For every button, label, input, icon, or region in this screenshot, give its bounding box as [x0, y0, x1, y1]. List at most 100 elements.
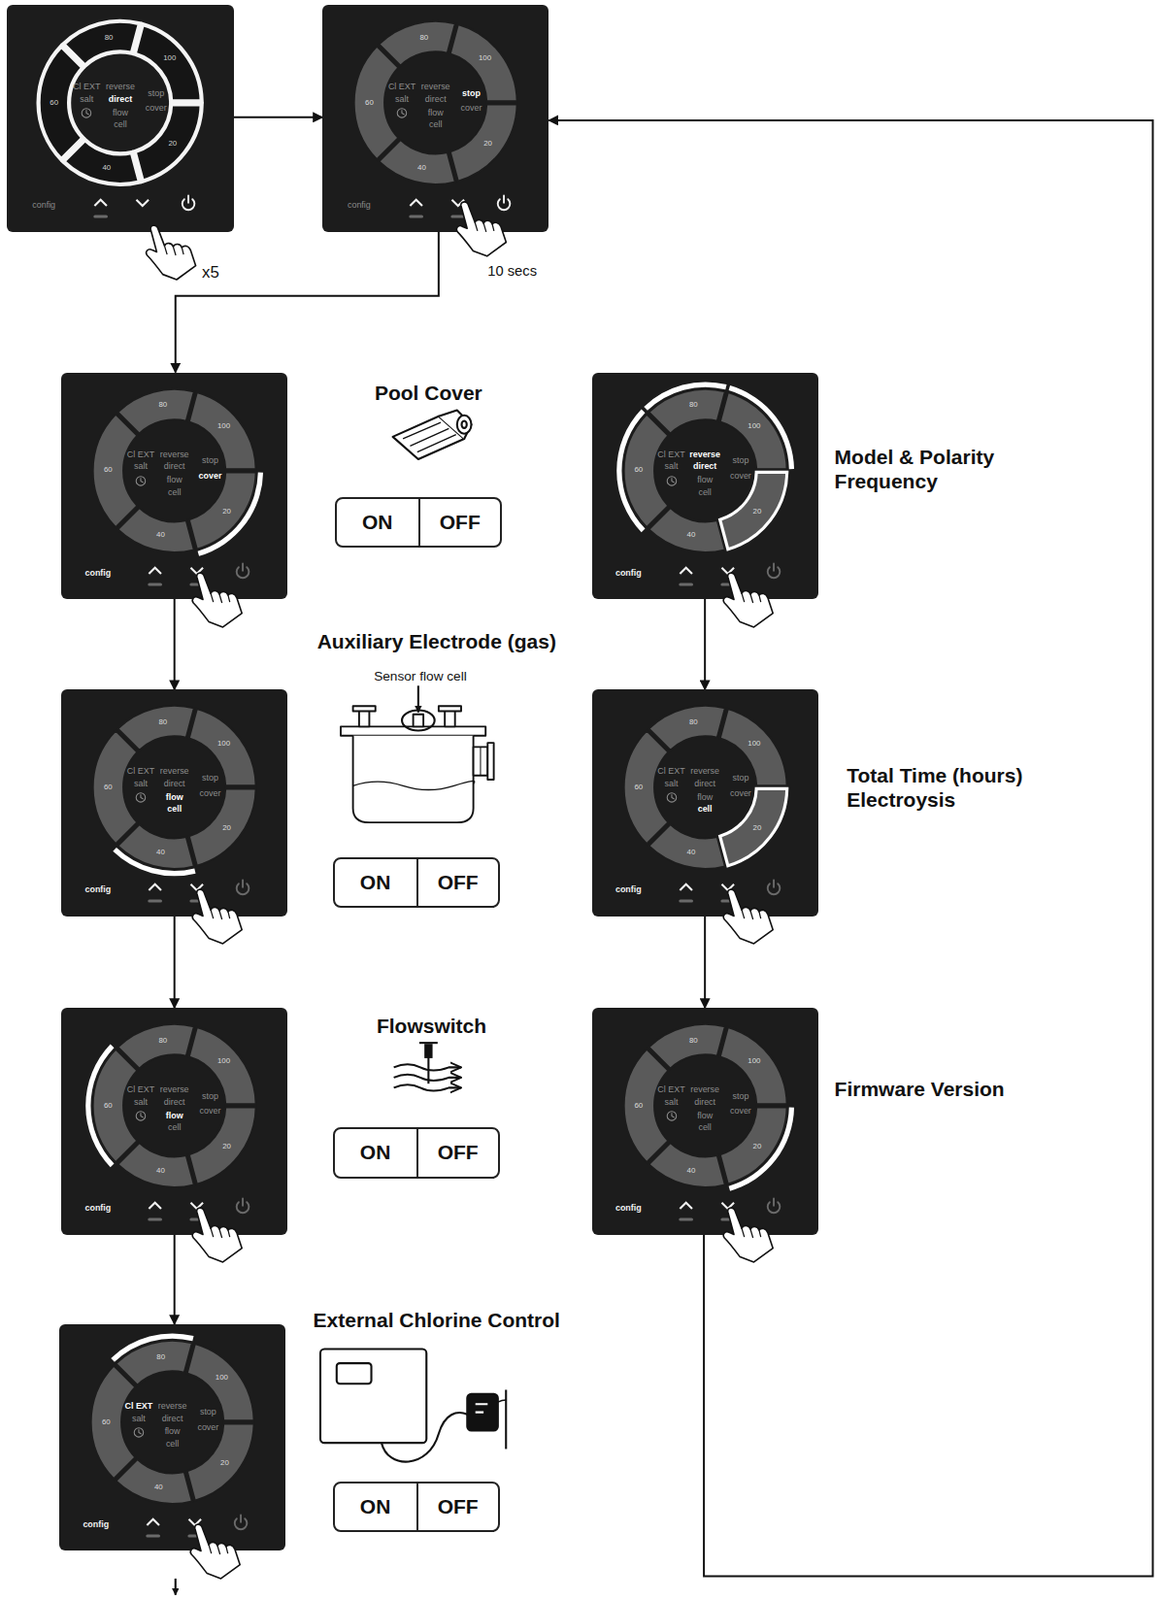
mode-label: direct — [693, 462, 717, 471]
mode-label: cell — [697, 1123, 711, 1132]
panel-graphics — [616, 381, 795, 552]
mode-label: cell — [697, 804, 713, 814]
scale-number: 20 — [222, 1142, 232, 1151]
pressing-hand — [741, 1228, 762, 1238]
pressing-hand — [190, 1524, 240, 1579]
up-button — [409, 199, 423, 206]
config-label: config — [615, 567, 642, 577]
panel-graphics — [85, 1024, 256, 1188]
config-label: config — [615, 885, 642, 895]
power-button — [766, 880, 780, 896]
scale-number: 40 — [154, 1483, 164, 1492]
mode-label: salt — [133, 779, 148, 789]
button-indicator — [147, 899, 163, 903]
panel-graphics — [93, 388, 264, 556]
mode-label: cell — [167, 1123, 181, 1132]
electrolysis-cell-illustration — [353, 735, 474, 823]
flow-arrow — [173, 598, 176, 691]
scale-number: 100 — [217, 422, 231, 431]
electrolysis-cell-illustration — [413, 714, 425, 728]
panel-graphics — [592, 372, 819, 599]
config-label: config — [84, 567, 111, 577]
mode-label: direct — [162, 1413, 184, 1423]
scale-number: 40 — [101, 164, 111, 172]
switch-option: OFF — [418, 498, 500, 546]
ring-segment — [189, 789, 257, 866]
timer-icon — [666, 793, 676, 802]
ring-segment — [93, 731, 138, 845]
mode-label: Cl EXT — [127, 449, 155, 459]
up-button — [148, 884, 162, 891]
ring-segment — [187, 1343, 255, 1421]
power-button — [766, 1198, 780, 1214]
on-off-switch: ONOFF — [332, 1127, 500, 1178]
button-indicator — [147, 582, 163, 586]
pressing-hand — [723, 1207, 773, 1263]
mode-label: flow — [697, 474, 713, 484]
electrolysis-cell-illustration — [401, 710, 435, 732]
timer-icon — [133, 1428, 143, 1437]
scale-number: 80 — [158, 1036, 167, 1045]
highlight-arc — [728, 385, 794, 469]
electrolysis-cell-illustration — [359, 710, 370, 728]
control-panel-screen: 80100204060Cl EXTsaltreversedirectflowce… — [592, 372, 819, 599]
mode-label: stop — [731, 455, 749, 465]
button-indicator — [678, 582, 694, 586]
config-label: config — [32, 200, 56, 210]
scale-number: 100 — [747, 1058, 761, 1066]
flowswitch-icon — [394, 1063, 462, 1070]
press-instruction: x5 — [201, 263, 220, 283]
pressing-hand — [192, 572, 242, 628]
pool-cover-icon — [438, 410, 472, 439]
scale-number: 80 — [689, 1036, 698, 1045]
next-arrow — [174, 1578, 177, 1595]
flow-arrow — [233, 116, 323, 119]
panel-graphics — [354, 21, 518, 185]
control-panel-screen: 80100204060Cl EXTsaltreversedirectflowce… — [592, 689, 819, 916]
scale-number: 100 — [217, 739, 231, 748]
ring-segment — [719, 471, 787, 549]
ring-segment — [134, 104, 202, 182]
pressing-hand — [456, 201, 506, 257]
ring-segment — [623, 1049, 668, 1163]
pressing-hand — [210, 1228, 231, 1238]
button-indicator — [408, 215, 424, 219]
pressing-hand — [146, 225, 197, 280]
up-button — [679, 884, 693, 891]
mode-label: cover — [461, 103, 483, 113]
scale-number: 40 — [417, 164, 427, 172]
electrolysis-cell-illustration — [444, 710, 456, 728]
ring-segment — [450, 24, 518, 101]
mode-label: salt — [79, 94, 94, 103]
scale-number: 80 — [156, 1353, 166, 1362]
panel-graphics — [91, 1332, 255, 1503]
timer-icon — [666, 475, 676, 485]
mode-label: salt — [132, 1413, 146, 1423]
config-label: config — [615, 1203, 642, 1213]
down-button — [136, 199, 150, 206]
next-arrow — [174, 1578, 177, 1595]
setting-heading: Auxiliary Electrode (gas) — [317, 629, 557, 654]
scale-number: 60 — [49, 99, 59, 107]
pressing-hand — [192, 572, 242, 628]
mode-label: stop — [201, 1091, 219, 1100]
flow-arrow — [173, 916, 176, 1009]
scale-number: 20 — [222, 824, 232, 832]
config-label: config — [347, 200, 371, 210]
electrolysis-cell-illustration — [353, 780, 475, 790]
timer-icon — [135, 475, 145, 485]
pressing-hand — [723, 572, 773, 628]
button-indicator — [147, 1218, 163, 1222]
mode-label: Cl EXT — [125, 1401, 154, 1411]
scale-number: 40 — [156, 1166, 166, 1175]
scale-number: 60 — [103, 466, 113, 475]
electrolysis-cell-illustration — [353, 705, 376, 711]
flow-arrow — [703, 598, 706, 691]
mode-label: Cl EXT — [127, 766, 155, 776]
button-indicator — [145, 1533, 161, 1537]
timer-icon — [86, 109, 90, 115]
setting-heading: Pool Cover — [374, 380, 483, 405]
up-button — [95, 199, 108, 206]
mode-label: Cl EXT — [657, 766, 685, 776]
mode-label: salt — [664, 779, 679, 789]
